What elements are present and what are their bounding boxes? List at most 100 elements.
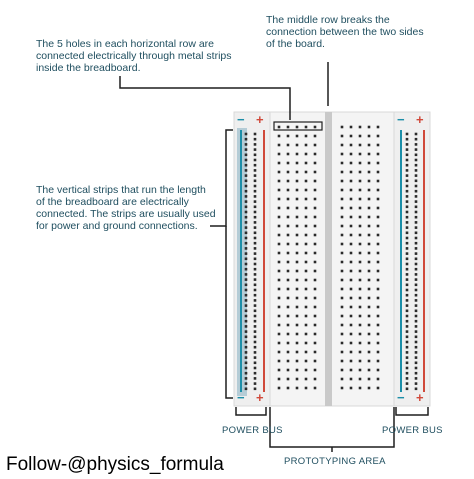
hole [358, 143, 362, 147]
hole [349, 341, 353, 345]
hole [367, 134, 371, 138]
rail-hole [253, 262, 257, 266]
hole [358, 332, 362, 336]
rail-hole [405, 163, 409, 167]
hole [286, 224, 290, 228]
hole [286, 377, 290, 381]
hole [304, 278, 308, 282]
hole [313, 260, 317, 264]
hole [295, 260, 299, 264]
hole [295, 161, 299, 165]
rail-hole [253, 351, 257, 354]
hole [295, 125, 299, 129]
hole [277, 125, 281, 129]
hole [295, 188, 299, 192]
hole [367, 269, 371, 273]
middle-row-annotation: The middle row breaks the connection bet… [266, 14, 424, 50]
rail-hole [405, 215, 409, 219]
rail-hole [414, 231, 418, 235]
hole [349, 260, 353, 264]
rail-hole [244, 361, 248, 365]
rail-hole [414, 195, 418, 198]
hole [358, 233, 362, 237]
hole [313, 296, 317, 300]
hole [340, 152, 344, 156]
hole [340, 215, 344, 219]
hole [277, 341, 281, 345]
hole [304, 233, 308, 237]
rail-hole [405, 267, 409, 271]
rail-hole [414, 174, 418, 177]
rail-hole [414, 340, 418, 344]
right-top-plus-sign: + [416, 112, 424, 127]
hole [313, 314, 317, 318]
rail-hole [405, 174, 409, 177]
hole [340, 323, 344, 327]
hole [313, 377, 317, 381]
right-power-bus-bracket [395, 407, 429, 416]
rail-hole [414, 283, 418, 287]
hole [295, 215, 299, 219]
hole [313, 179, 317, 183]
hole [340, 224, 344, 228]
rail-hole [244, 278, 248, 281]
hole [340, 368, 344, 372]
rail-hole [253, 356, 257, 359]
rail-hole [253, 293, 257, 297]
hole [349, 323, 353, 327]
left-top-minus-sign: − [237, 112, 245, 127]
hole [313, 161, 317, 165]
hole [376, 179, 380, 183]
hole [304, 260, 308, 264]
hole [367, 125, 371, 129]
rail-hole [405, 189, 409, 193]
rail-hole [244, 273, 248, 276]
hole [367, 305, 371, 309]
rail-hole [244, 299, 248, 302]
hole [313, 125, 317, 129]
hole [340, 134, 344, 138]
hole [304, 125, 308, 129]
hole [286, 197, 290, 201]
rail-hole [405, 371, 409, 375]
rail-hole [244, 174, 248, 177]
hole [376, 332, 380, 336]
hole [286, 134, 290, 138]
hole [304, 224, 308, 228]
rail-hole [414, 387, 418, 391]
rail-hole [253, 377, 257, 380]
rail-hole [253, 226, 257, 229]
hole [313, 287, 317, 291]
rail-hole [414, 345, 418, 349]
hole [340, 314, 344, 318]
rail-hole [405, 179, 409, 183]
rail-hole [244, 153, 248, 157]
rail-hole [244, 387, 248, 391]
rail-hole [253, 143, 257, 146]
left-power-bus-bracket [235, 407, 267, 416]
hole [304, 368, 308, 372]
hole [358, 359, 362, 363]
rail-hole [414, 319, 418, 323]
hole [349, 215, 353, 219]
hole [295, 296, 299, 300]
rail-hole [405, 288, 409, 292]
left-bottom-plus-sign: + [256, 390, 264, 405]
hole [295, 386, 299, 390]
hole [367, 314, 371, 318]
hole [367, 179, 371, 183]
hole [358, 386, 362, 390]
hole [358, 296, 362, 300]
hole [313, 152, 317, 156]
rail-hole [244, 169, 248, 172]
rail-hole [253, 257, 257, 261]
hole [376, 260, 380, 264]
rail-hole [414, 179, 418, 183]
hole [358, 251, 362, 255]
hole [277, 368, 281, 372]
hole [358, 260, 362, 264]
hole [376, 251, 380, 255]
rail-hole [405, 143, 409, 146]
rail-hole [253, 299, 257, 302]
hole [277, 233, 281, 237]
